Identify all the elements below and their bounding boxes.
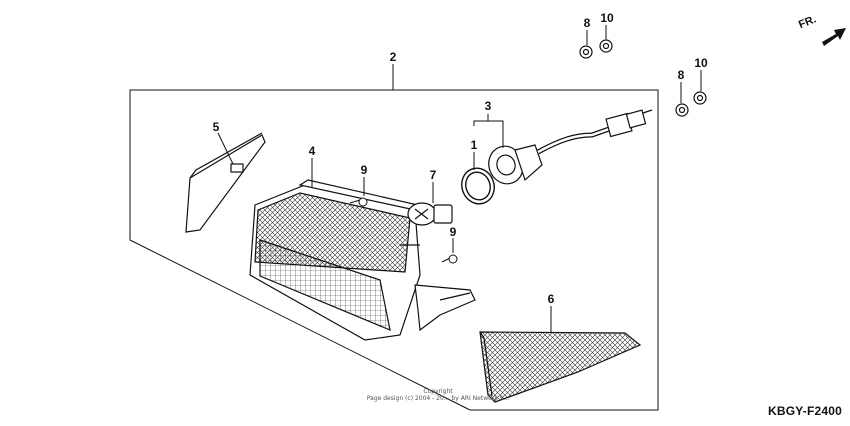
side-reflector-part [185,132,266,233]
callout-1: 1 [471,138,478,152]
socket-part [488,109,653,185]
callout-8-upper: 8 [584,16,591,30]
screw-upper [349,197,368,207]
grommet-pair-upper [579,39,613,59]
callout-4: 4 [309,144,316,158]
copyright-line-1: Copyright [423,388,453,395]
lower-lens-part [479,331,642,403]
callout-9-upper: 9 [361,163,368,177]
callout-8-lower: 8 [678,68,685,82]
bulb-part [407,202,453,226]
forward-arrow-icon [822,28,846,46]
callout-2: 2 [390,50,397,64]
callout-10-lower: 10 [694,56,708,70]
copyright-notice: Copyright Page design (c) 2004 - 20... b… [338,388,538,402]
assembly-outline [129,89,659,411]
callout-9-lower: 9 [450,225,457,239]
figure-code: KBGY-F2400 [767,404,842,418]
grommet-pair-lower [675,91,707,117]
leader-lines [217,25,702,333]
callout-5: 5 [213,120,220,134]
screw-lower [441,254,458,264]
headlight-unit [249,179,476,341]
callout-3: 3 [485,99,492,113]
o-ring-part [461,167,495,205]
callout-7: 7 [430,168,437,182]
copyright-line-2: Page design (c) 2004 - 20... by ARI Netw… [366,395,510,402]
callout-6: 6 [548,292,555,306]
callout-10-upper: 10 [600,11,614,25]
